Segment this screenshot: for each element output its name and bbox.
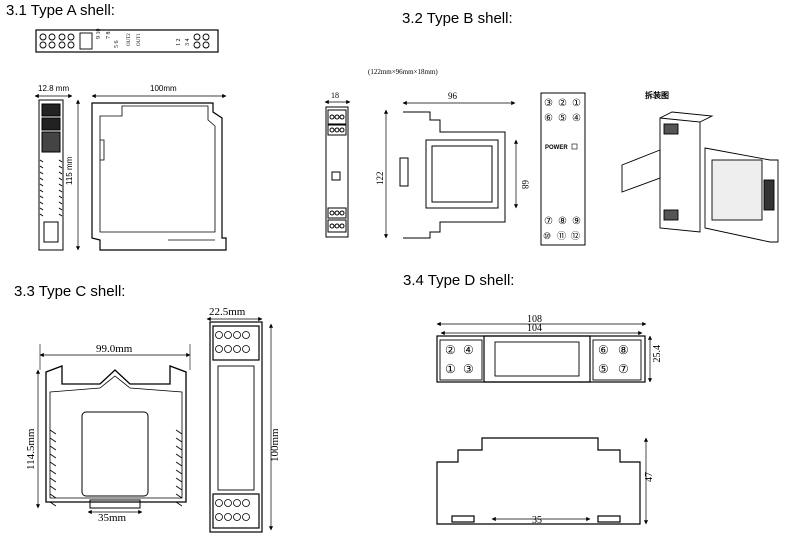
svg-text:②: ② [558, 98, 567, 109]
type-c-front-view [209, 321, 263, 533]
type-d-top-view [436, 335, 646, 383]
svg-text:⑫: ⑫ [571, 231, 580, 241]
a-dim-height: 115 mm [65, 156, 74, 185]
type-b-side-view: 96 122 68 [375, 91, 530, 239]
c-dim-rail: 35mm [98, 512, 127, 524]
c-dim-height: 114.5mm [25, 428, 37, 470]
svg-text:96: 96 [448, 91, 458, 101]
svg-text:④: ④ [463, 343, 474, 357]
a-dim-length: 100mm [150, 84, 177, 93]
a-terminal-label: 1 2 [176, 39, 182, 47]
type-a-title: 3.1 Type A shell: [6, 2, 115, 19]
svg-text:①: ① [572, 98, 581, 109]
d-dim-outer: 108 [527, 314, 542, 325]
type-d-side-view [436, 437, 641, 525]
svg-text:⑪: ⑪ [557, 231, 566, 241]
type-a-top-view: 9 10 7 8 5 6 OUT2 OUT1 1 2 3 4 [35, 29, 219, 53]
svg-text:⑨: ⑨ [572, 216, 581, 227]
type-c-side-view [45, 365, 187, 509]
type-b-assembly-view [621, 111, 779, 243]
b-overall-dim: (122mm×96mm×18mm) [368, 68, 438, 76]
svg-text:⑧: ⑧ [558, 216, 567, 227]
a-dim-width: 12.8 mm [38, 84, 69, 93]
svg-text:18: 18 [331, 91, 339, 100]
a-out-label: OUT1 [137, 33, 142, 46]
a-terminal-label: 7 8 [106, 32, 112, 40]
type-a-front-view [38, 99, 64, 251]
type-d-title: 3.4 Type D shell: [403, 272, 515, 289]
svg-text:⑧: ⑧ [618, 343, 629, 357]
a-out-label: OUT2 [127, 33, 132, 46]
svg-text:②: ② [445, 343, 456, 357]
svg-text:68: 68 [520, 180, 530, 190]
d-dim-height: 25.4 [652, 345, 663, 363]
type-b-title: 3.2 Type B shell: [402, 10, 513, 27]
svg-text:⑦: ⑦ [618, 362, 629, 376]
svg-text:⑥: ⑥ [598, 343, 609, 357]
d-dim-side: 47 [644, 472, 655, 482]
d-dim-inner: 104 [527, 323, 542, 334]
type-b-front-view: 18 [324, 91, 351, 238]
svg-text:③: ③ [544, 98, 553, 109]
type-b-terminal-view: ③ ② ① ⑥ ⑤ ④ POWER ⑦ ⑧ ⑨ ⑩ ⑪ ⑫ [540, 92, 586, 246]
c-dim-width: 99.0mm [96, 343, 133, 355]
a-terminal-label: 3 4 [185, 39, 191, 47]
svg-text:⑤: ⑤ [598, 362, 609, 376]
a-terminal-label: 5 6 [114, 41, 120, 49]
c-dim-thick: 22.5mm [209, 306, 246, 318]
svg-text:POWER: POWER [545, 145, 568, 151]
d-dim-rail: 35 [532, 515, 542, 526]
svg-text:⑦: ⑦ [544, 216, 553, 227]
type-c-title: 3.3 Type C shell: [14, 283, 126, 300]
a-terminal-label: 9 10 [96, 29, 102, 40]
svg-text:①: ① [445, 362, 456, 376]
svg-text:④: ④ [572, 113, 581, 124]
svg-text:③: ③ [463, 362, 474, 376]
svg-text:⑥: ⑥ [544, 113, 553, 124]
svg-text:122: 122 [375, 172, 385, 186]
svg-text:⑩: ⑩ [543, 231, 551, 241]
type-d-terminals: ② ④ ① ③ ⑥ ⑧ ⑤ ⑦ [445, 343, 629, 376]
svg-text:⑤: ⑤ [558, 113, 567, 124]
b-assembly-label: 拆装图 [645, 90, 669, 100]
type-a-side-view [91, 102, 227, 251]
